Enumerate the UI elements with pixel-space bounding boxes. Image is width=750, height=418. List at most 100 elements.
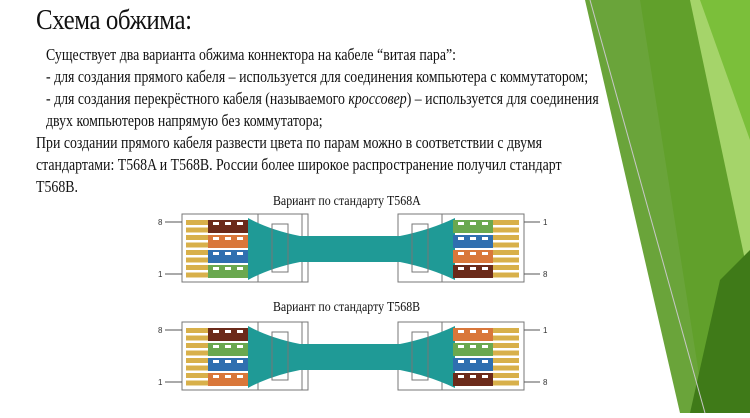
wire-pair xyxy=(453,343,493,356)
caption-t568a: Вариант по стандарту T568A xyxy=(273,194,421,209)
contact-pin xyxy=(493,265,519,270)
wire-pair xyxy=(453,250,493,263)
paragraph-line: T568B. xyxy=(36,177,78,196)
pin-label: 8 xyxy=(543,270,548,279)
wire-stripe xyxy=(458,330,464,333)
bullet-text: - для создания перекрёстного кабеля (наз… xyxy=(46,89,349,108)
contact-pin xyxy=(493,380,519,386)
wire-stripe xyxy=(470,252,476,255)
intro-text: Существует два варианта обжима коннектор… xyxy=(46,45,457,64)
wire-stripe xyxy=(225,252,231,255)
contact-pin xyxy=(493,328,519,333)
pin-label: 1 xyxy=(158,270,163,279)
wire-stripe xyxy=(482,222,488,225)
bullet-text: ) – используется для соединения xyxy=(406,89,599,108)
contact-pin xyxy=(186,235,210,240)
contact-pin xyxy=(186,328,210,333)
contact-pin xyxy=(493,365,519,371)
cable-right xyxy=(355,326,455,388)
bullet-crossover-cable: - для создания перекрёстного кабеля (наз… xyxy=(46,89,599,109)
contact-pin xyxy=(493,358,519,363)
wire-stripe xyxy=(237,222,243,225)
wire-stripe xyxy=(470,345,476,348)
pin-label: 1 xyxy=(158,378,163,387)
wire-pair xyxy=(453,265,493,278)
contact-pin xyxy=(493,373,519,378)
wire-pair xyxy=(453,358,493,371)
wire-stripe xyxy=(458,267,464,270)
wire-stripe xyxy=(225,360,231,363)
wire-pair xyxy=(208,235,250,248)
contact-pin xyxy=(493,335,519,341)
contact-pin xyxy=(186,227,210,233)
contact-pin xyxy=(186,242,210,248)
contact-pin xyxy=(186,380,210,386)
contact-pin xyxy=(186,358,210,363)
wire-stripe xyxy=(213,237,219,240)
wire-stripe xyxy=(458,375,464,378)
contact-pin xyxy=(493,350,519,356)
wire-stripe xyxy=(482,360,488,363)
wire-stripe xyxy=(458,222,464,225)
cable-left xyxy=(248,326,445,388)
wire-stripe xyxy=(237,345,243,348)
wire-stripe xyxy=(482,267,488,270)
wire-stripe xyxy=(213,360,219,363)
wire-pair xyxy=(208,220,250,233)
wire-stripe xyxy=(213,330,219,333)
wire-stripe xyxy=(470,330,476,333)
wire-stripe xyxy=(458,237,464,240)
wire-pair xyxy=(208,250,250,263)
slide-title: Схема обжима: xyxy=(36,4,192,36)
wire-stripe xyxy=(482,345,488,348)
contact-pin xyxy=(186,257,210,263)
contact-pin xyxy=(493,272,519,278)
wire-stripe xyxy=(458,345,464,348)
wire-pair xyxy=(208,358,250,371)
contact-pin xyxy=(493,235,519,240)
bullet-crossover-cont: двух компьютеров напрямую без коммутатор… xyxy=(46,111,323,130)
pin-label: 8 xyxy=(158,326,163,335)
caption-t568b: Вариант по стандарту T568B xyxy=(273,300,421,315)
pin-label: 1 xyxy=(543,326,548,335)
wire-stripe xyxy=(470,222,476,225)
contact-pin xyxy=(186,373,210,378)
contact-pin xyxy=(186,265,210,270)
wire-pair xyxy=(453,328,493,341)
wire-stripe xyxy=(237,267,243,270)
wire-pair xyxy=(208,328,250,341)
contact-pin xyxy=(493,220,519,225)
contact-pin xyxy=(493,343,519,348)
wire-pair xyxy=(453,373,493,386)
wire-pair xyxy=(208,265,250,278)
wire-pair xyxy=(208,343,250,356)
contact-pin xyxy=(493,250,519,255)
wire-stripe xyxy=(458,360,464,363)
cable-left xyxy=(248,218,445,280)
wire-pair xyxy=(453,220,493,233)
pin-label: 8 xyxy=(543,378,548,387)
crossover-term: кроссовер xyxy=(348,89,407,108)
wire-stripe xyxy=(482,252,488,255)
wire-stripe xyxy=(213,267,219,270)
wire-stripe xyxy=(225,237,231,240)
wire-stripe xyxy=(458,252,464,255)
left-clip xyxy=(271,223,289,273)
contact-pin xyxy=(186,365,210,371)
wire-stripe xyxy=(237,252,243,255)
bullet-straight-cable: - для создания прямого кабеля – использу… xyxy=(46,67,589,86)
wire-pair xyxy=(208,373,250,386)
wire-stripe xyxy=(213,222,219,225)
wire-stripe xyxy=(213,375,219,378)
contact-pin xyxy=(186,343,210,348)
wire-stripe xyxy=(470,375,476,378)
contact-pin xyxy=(493,242,519,248)
contact-pin xyxy=(493,227,519,233)
wire-stripe xyxy=(225,267,231,270)
wire-stripe xyxy=(237,360,243,363)
wire-stripe xyxy=(482,237,488,240)
wire-stripe xyxy=(237,237,243,240)
